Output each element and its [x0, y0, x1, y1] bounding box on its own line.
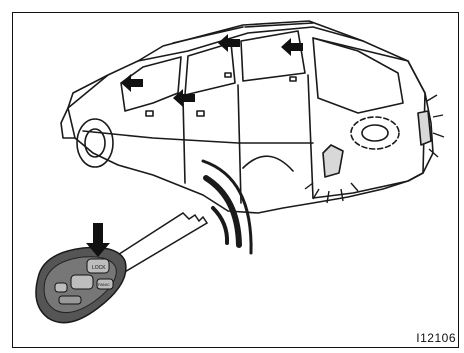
unlock-button	[71, 275, 93, 289]
figure-frame: LOCK PANIC I12106	[12, 12, 459, 348]
lock-arrows	[121, 34, 303, 107]
panic-label: PANIC	[98, 282, 110, 287]
lock-arrow-front-left	[121, 74, 143, 92]
illustration: LOCK PANIC	[13, 13, 459, 348]
key-blade	[113, 213, 207, 273]
lock-arrow-rear-left	[173, 89, 195, 107]
suv-illustration	[61, 21, 433, 213]
signal-waves	[203, 161, 251, 253]
lock-label: LOCK	[92, 265, 106, 271]
figure-code: I12106	[416, 331, 456, 345]
key-fob: LOCK PANIC	[36, 223, 126, 323]
